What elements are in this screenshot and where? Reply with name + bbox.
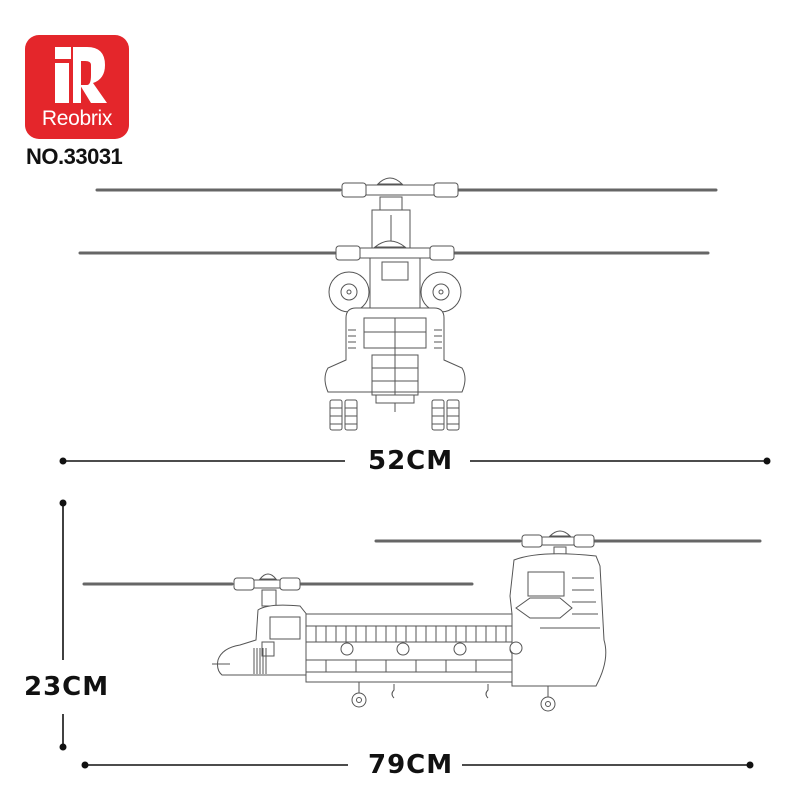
brand-logo: Reobrix — [25, 35, 129, 139]
front-view-helicopter — [78, 177, 718, 431]
side-height-label: 23CM — [24, 672, 110, 702]
width-dimension-side — [81, 761, 754, 769]
side-width-label: 79CM — [364, 750, 458, 780]
height-dimension-side — [59, 499, 67, 751]
width-dimension-front — [59, 457, 771, 465]
front-width-label: 52CM — [364, 446, 458, 476]
brand-name: Reobrix — [41, 107, 113, 130]
reobrix-r-mark-icon — [55, 47, 107, 103]
fuselage-ribs — [315, 626, 507, 672]
model-number: NO.33031 — [26, 144, 123, 169]
side-view-helicopter — [82, 530, 762, 712]
